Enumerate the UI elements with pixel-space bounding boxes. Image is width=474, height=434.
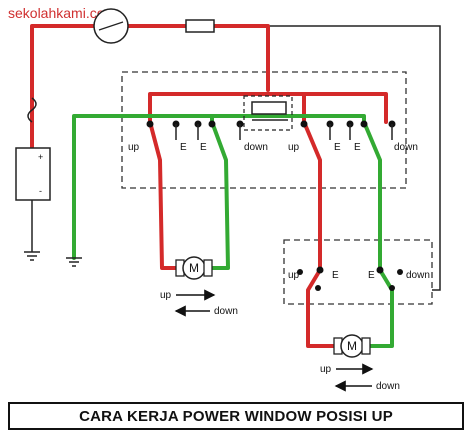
motor-2: M bbox=[333, 334, 371, 358]
main-switch-box bbox=[121, 71, 407, 189]
motor-2-up-label: up bbox=[320, 364, 332, 375]
ground-symbol-left bbox=[24, 200, 40, 261]
door-switch-contacts bbox=[297, 266, 403, 291]
meter-icon bbox=[93, 8, 129, 44]
fuse-icon bbox=[185, 19, 215, 33]
watermark-text: sekolahkami.com bbox=[8, 5, 116, 21]
label-e2-left: E bbox=[200, 142, 207, 153]
motor-1: M bbox=[175, 256, 213, 280]
red-wiring bbox=[30, 24, 388, 348]
ground-symbol-green bbox=[66, 257, 82, 267]
label-down-left: down bbox=[244, 142, 268, 153]
door-switch-box bbox=[283, 239, 433, 305]
green-wiring bbox=[72, 114, 394, 348]
black-wiring bbox=[250, 25, 441, 291]
battery-icon: + - bbox=[15, 147, 51, 201]
caption-box: CARA KERJA POWER WINDOW POSISI UP bbox=[8, 402, 464, 430]
door-label-down: down bbox=[406, 270, 430, 281]
door-switch-labels: up E E down bbox=[288, 270, 430, 281]
door-label-e1: E bbox=[332, 270, 339, 281]
battery-minus-label: - bbox=[39, 186, 42, 196]
door-label-e2: E bbox=[368, 270, 375, 281]
door-label-up: up bbox=[288, 270, 300, 281]
motor-1-up-label: up bbox=[160, 290, 172, 301]
motor-2-symbol: M bbox=[347, 339, 357, 353]
label-up-right: up bbox=[288, 142, 300, 153]
label-up-left: up bbox=[128, 142, 140, 153]
label-e2-right: E bbox=[354, 142, 361, 153]
diagram-caption: CARA KERJA POWER WINDOW POSISI UP bbox=[79, 407, 393, 425]
main-switch-contacts bbox=[146, 120, 396, 128]
breaker-coil-icon bbox=[27, 97, 37, 123]
label-e1-right: E bbox=[334, 142, 341, 153]
label-e1-left: E bbox=[180, 142, 187, 153]
feed-wire-right bbox=[262, 25, 441, 291]
motor-2-down-label: down bbox=[376, 381, 400, 392]
motor-1-down-label: down bbox=[214, 306, 238, 317]
main-switch-stubs bbox=[175, 124, 393, 140]
label-down-right: down bbox=[394, 142, 418, 153]
main-switch-labels: up E E down up E E down bbox=[128, 142, 418, 153]
battery-plus-label: + bbox=[38, 152, 43, 162]
window-lock-switch bbox=[243, 95, 293, 131]
motor-1-symbol: M bbox=[189, 261, 199, 275]
